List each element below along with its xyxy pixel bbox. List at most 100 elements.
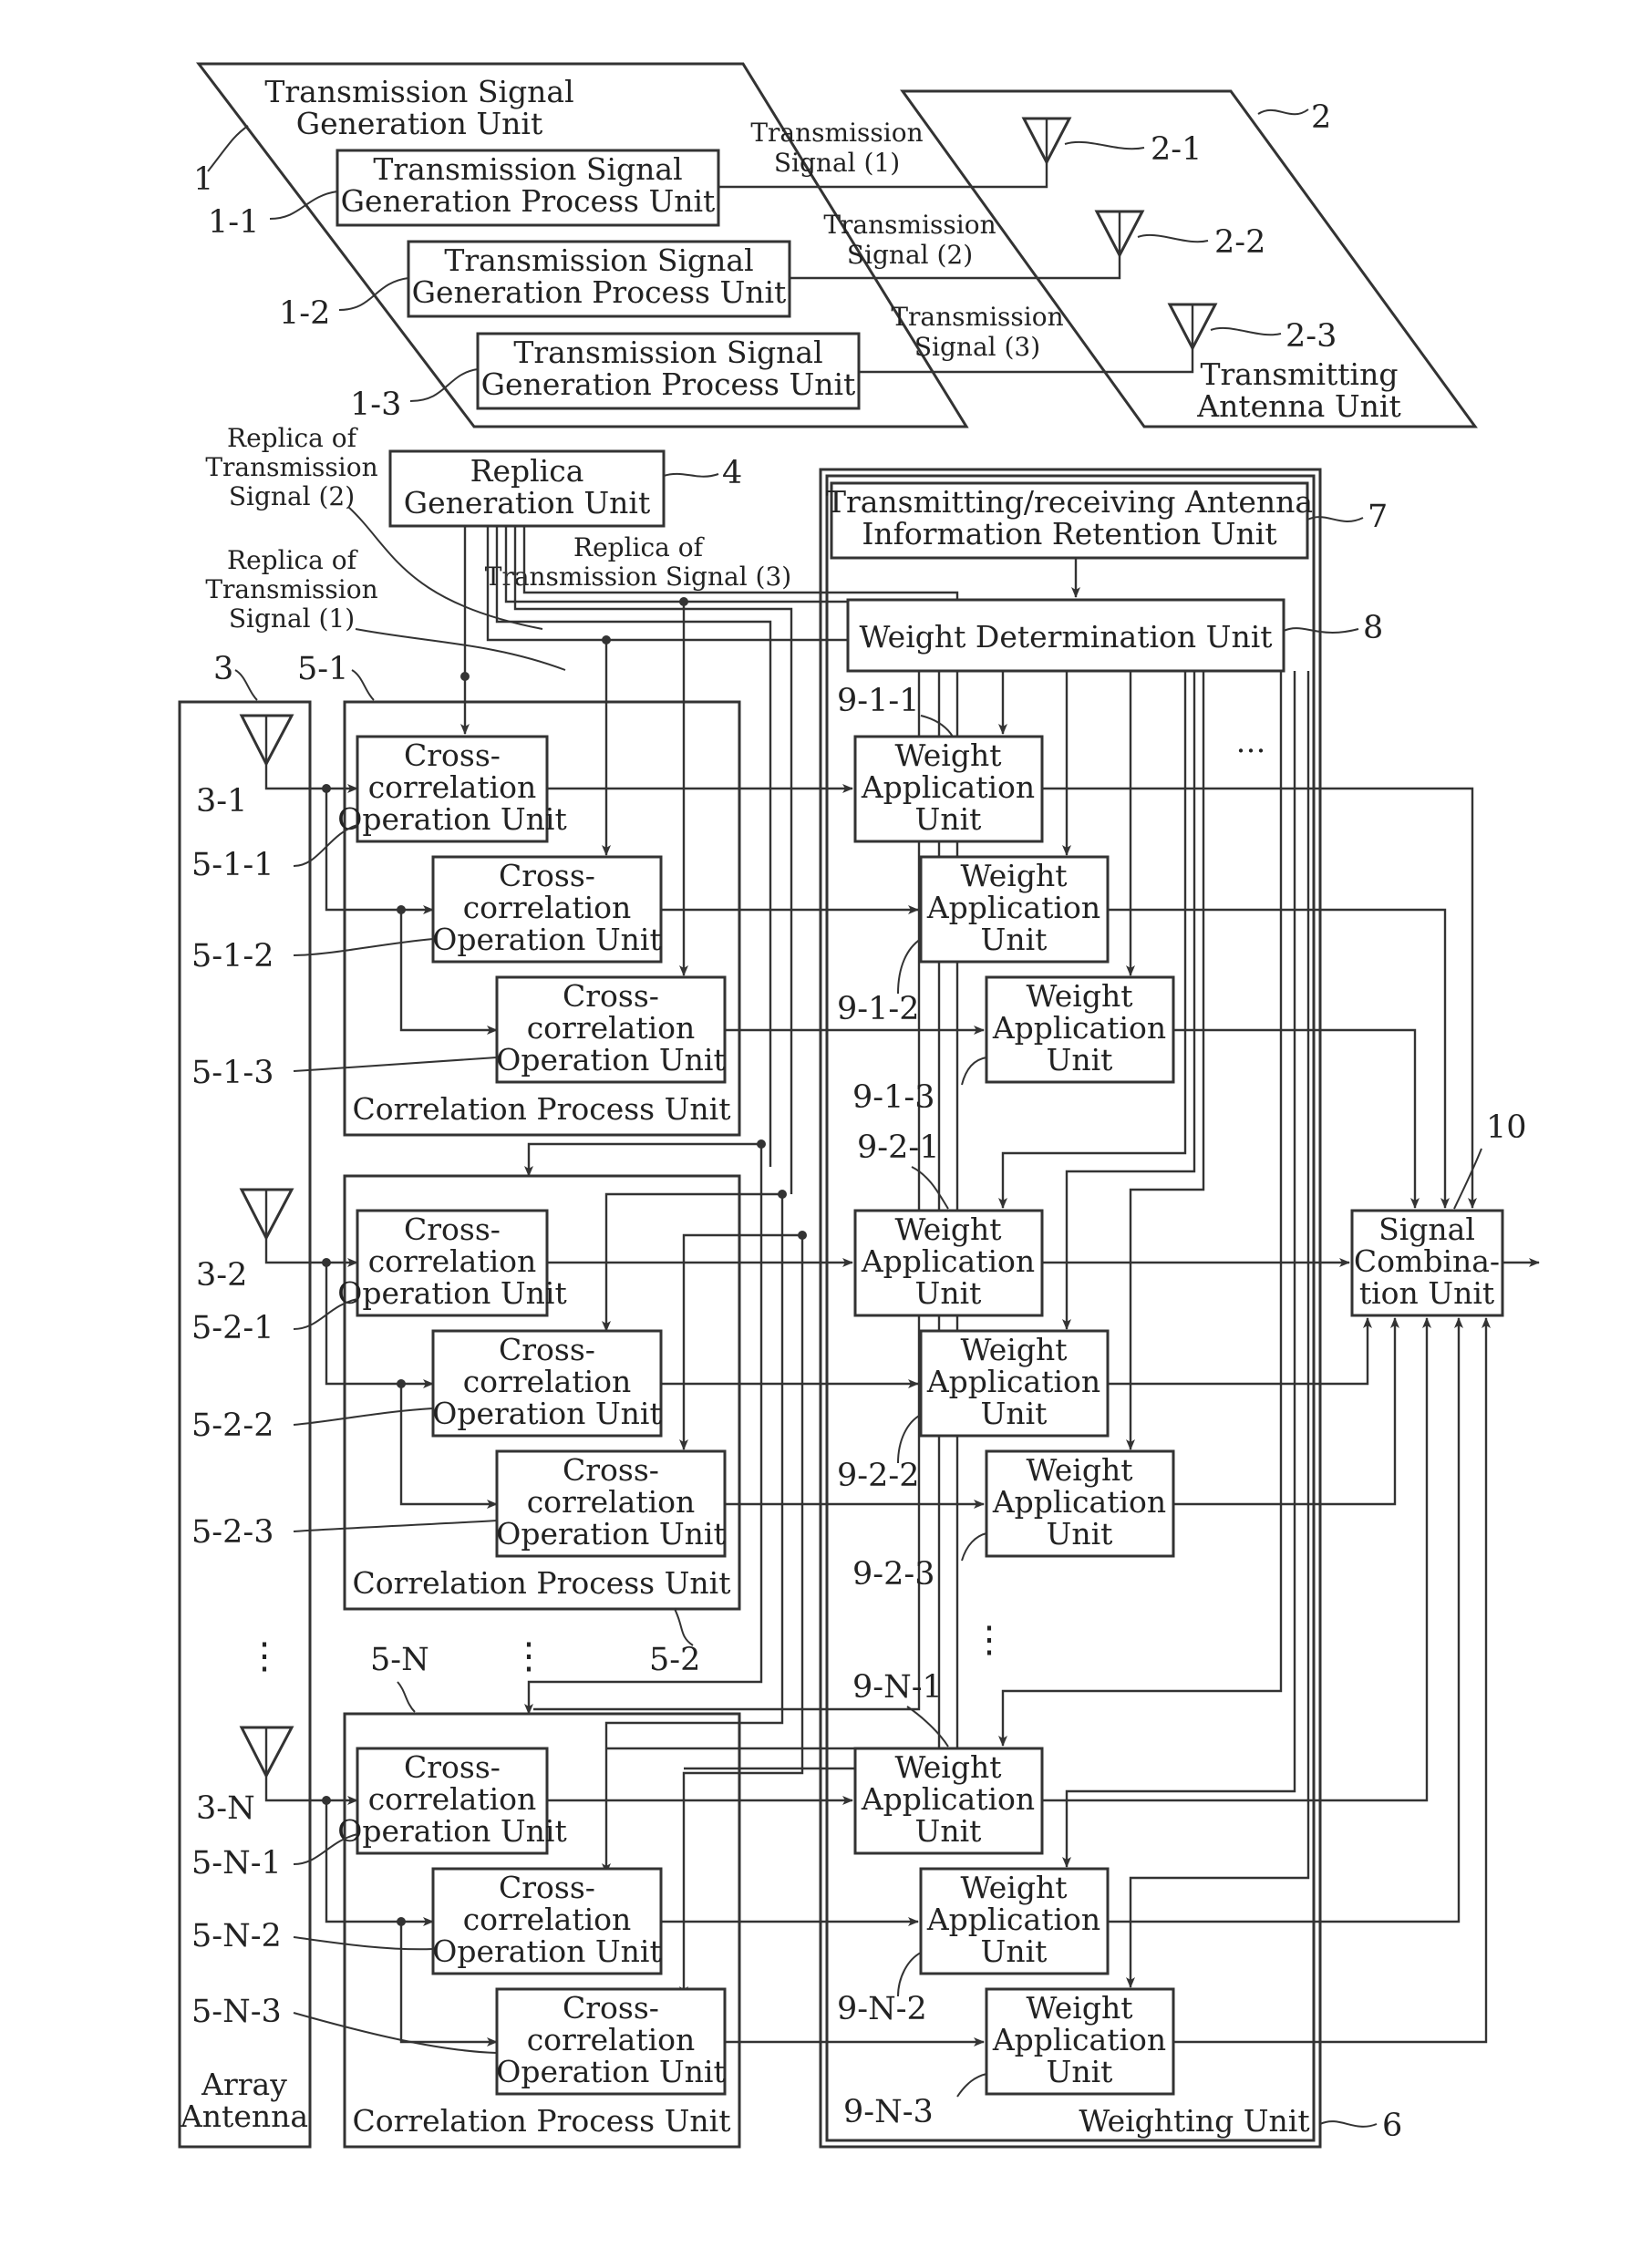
svg-text:correlation: correlation xyxy=(463,890,632,925)
svg-text:Cross-: Cross- xyxy=(404,1211,501,1247)
ref-label-1-3: 1-3 xyxy=(350,387,401,423)
svg-text:9-1-3: 9-1-3 xyxy=(852,1079,934,1116)
weight-application-unit-9-N-1: Weight Application Unit 9-N-1 xyxy=(852,1669,1042,1853)
svg-text:Weight: Weight xyxy=(961,1870,1068,1905)
svg-text:Weight: Weight xyxy=(961,858,1068,893)
svg-text:Unit: Unit xyxy=(915,801,982,837)
svg-text:9-2-3: 9-2-3 xyxy=(852,1556,934,1593)
ref-label-3: 3 xyxy=(213,651,233,687)
weighting-dots: ⋮ xyxy=(971,1619,1007,1661)
svg-text:Cross-: Cross- xyxy=(499,1870,595,1905)
array-antenna-3-2-icon: 3-2 xyxy=(196,1190,292,1294)
svg-text:2-1: 2-1 xyxy=(1151,131,1202,168)
tx-signal-2-label-2: Signal (2) xyxy=(847,240,973,270)
svg-text:9-N-3: 9-N-3 xyxy=(843,2094,934,2130)
svg-text:Application: Application xyxy=(861,769,1035,805)
svg-text:Operation Unit: Operation Unit xyxy=(496,1516,725,1552)
svg-text:Operation Unit: Operation Unit xyxy=(432,1933,661,1969)
ref-label-7: 7 xyxy=(1368,499,1388,535)
svg-text:correlation: correlation xyxy=(368,1243,537,1279)
ref-label-5-2-3: 5-2-3 xyxy=(191,1514,274,1551)
ref-label-5-1-2: 5-1-2 xyxy=(191,938,274,974)
ref-label-10: 10 xyxy=(1486,1109,1527,1146)
generation-unit-label-2: Generation Unit xyxy=(296,106,542,141)
svg-text:Cross-: Cross- xyxy=(563,1452,659,1488)
cross-correlation-unit-5-N-1: Cross- correlation Operation Unit xyxy=(337,1748,566,1853)
ref-label-6: 6 xyxy=(1382,2108,1402,2144)
replica-generation-unit: Replica Generation Unit 4 xyxy=(390,451,742,526)
svg-text:correlation: correlation xyxy=(527,2022,696,2057)
svg-text:Application: Application xyxy=(992,2022,1166,2057)
tx-signal-3-label-1: Transmission xyxy=(891,302,1063,332)
svg-text:3-1: 3-1 xyxy=(196,783,247,820)
svg-text:Information Retention Unit: Information Retention Unit xyxy=(862,516,1276,552)
array-antenna-dots: ⋮ xyxy=(246,1635,283,1677)
svg-text:Generation Unit: Generation Unit xyxy=(404,485,650,521)
svg-text:Unit: Unit xyxy=(981,1396,1048,1431)
generation-process-unit-1-2: Transmission Signal Generation Process U… xyxy=(279,242,790,332)
antenna-information-retention-unit: Transmitting/receiving Antenna Informati… xyxy=(826,483,1388,558)
svg-text:Weighting Unit: Weighting Unit xyxy=(1079,2103,1309,2139)
svg-text:Weight: Weight xyxy=(1027,1990,1133,2026)
cross-correlation-unit-5-N-2: Cross- correlation Operation Unit xyxy=(432,1869,661,1974)
svg-text:Application: Application xyxy=(926,890,1100,925)
svg-text:correlation: correlation xyxy=(368,1781,537,1817)
cross-correlation-unit-5-2-1: Cross- correlation Operation Unit xyxy=(337,1211,566,1315)
tx-signal-2-label-1: Transmission xyxy=(823,210,996,240)
cross-correlation-unit-5-1-1: Cross- correlation Operation Unit xyxy=(337,737,566,841)
svg-text:correlation: correlation xyxy=(368,769,537,805)
tx-antenna-2-1-icon: 2-1 xyxy=(1024,119,1202,168)
svg-text:Transmitting/receiving Antenna: Transmitting/receiving Antenna xyxy=(826,484,1313,520)
svg-text:Unit: Unit xyxy=(1047,2054,1113,2089)
svg-text:Weight: Weight xyxy=(961,1332,1068,1367)
svg-text:2-3: 2-3 xyxy=(1285,318,1337,355)
tx-antenna-2-3-icon: 2-3 xyxy=(1170,304,1337,355)
svg-text:correlation: correlation xyxy=(463,1364,632,1399)
tx-signal-1-label-1: Transmission xyxy=(750,118,923,148)
ref-label-1-2: 1-2 xyxy=(279,295,330,332)
ref-label-5-N: 5-N xyxy=(370,1642,429,1678)
svg-text:Transmission Signal: Transmission Signal xyxy=(513,335,822,370)
svg-text:Unit: Unit xyxy=(915,1275,982,1311)
svg-text:Operation Unit: Operation Unit xyxy=(432,922,661,957)
svg-text:Transmission Signal: Transmission Signal xyxy=(373,151,682,187)
svg-text:3-2: 3-2 xyxy=(196,1257,247,1294)
ref-label-5-2-1: 5-2-1 xyxy=(191,1310,274,1346)
svg-text:correlation: correlation xyxy=(527,1484,696,1520)
cross-correlation-unit-5-N-3: Cross- correlation Operation Unit xyxy=(496,1989,725,2094)
correlation-dots: ⋮ xyxy=(511,1635,547,1677)
svg-text:Array: Array xyxy=(201,2067,287,2102)
svg-text:9-1-2: 9-1-2 xyxy=(837,991,919,1027)
svg-text:Combina-: Combina- xyxy=(1354,1243,1500,1279)
svg-text:9-N-1: 9-N-1 xyxy=(852,1669,943,1706)
replica-1-label-3: Signal (1) xyxy=(229,603,355,634)
ref-label-5-1-1: 5-1-1 xyxy=(191,847,274,883)
cross-correlation-unit-5-2-2: Cross- correlation Operation Unit xyxy=(432,1331,661,1436)
svg-text:Generation Process Unit: Generation Process Unit xyxy=(412,274,787,310)
svg-text:9-N-2: 9-N-2 xyxy=(837,1991,927,2027)
svg-text:Weight: Weight xyxy=(895,1211,1002,1247)
array-antenna-3-N-icon: 3-N xyxy=(196,1727,292,1827)
svg-text:Signal: Signal xyxy=(1378,1211,1475,1247)
tx-antenna-2-2-icon: 2-2 xyxy=(1097,211,1265,261)
replica-3-label-1: Replica of xyxy=(573,532,706,562)
svg-text:Cross-: Cross- xyxy=(499,858,595,893)
signal-combination-unit: Signal Combina- tion Unit 10 xyxy=(1352,1109,1527,1315)
svg-text:tion Unit: tion Unit xyxy=(1359,1275,1494,1311)
weight-application-unit-9-2-1: Weight Application Unit 9-2-1 xyxy=(855,1129,1042,1315)
svg-text:Cross-: Cross- xyxy=(404,1749,501,1785)
svg-text:Unit: Unit xyxy=(1047,1516,1113,1552)
svg-text:Operation Unit: Operation Unit xyxy=(496,1042,725,1077)
tx-signal-1-label-2: Signal (1) xyxy=(774,148,900,178)
svg-text:Application: Application xyxy=(926,1902,1100,1937)
ref-label-5-1-3: 5-1-3 xyxy=(191,1055,274,1091)
svg-text:Weight: Weight xyxy=(1027,978,1133,1014)
generation-process-unit-1-3: Transmission Signal Generation Process U… xyxy=(350,334,859,423)
svg-text:Generation Process Unit: Generation Process Unit xyxy=(481,366,856,402)
svg-text:Correlation Process Unit: Correlation Process Unit xyxy=(353,1091,731,1127)
svg-text:Cross-: Cross- xyxy=(499,1332,595,1367)
svg-text:Weight: Weight xyxy=(895,1749,1002,1785)
svg-text:Operation Unit: Operation Unit xyxy=(337,1813,566,1849)
svg-text:Operation Unit: Operation Unit xyxy=(432,1396,661,1431)
svg-text:Antenna Unit: Antenna Unit xyxy=(1196,388,1400,424)
